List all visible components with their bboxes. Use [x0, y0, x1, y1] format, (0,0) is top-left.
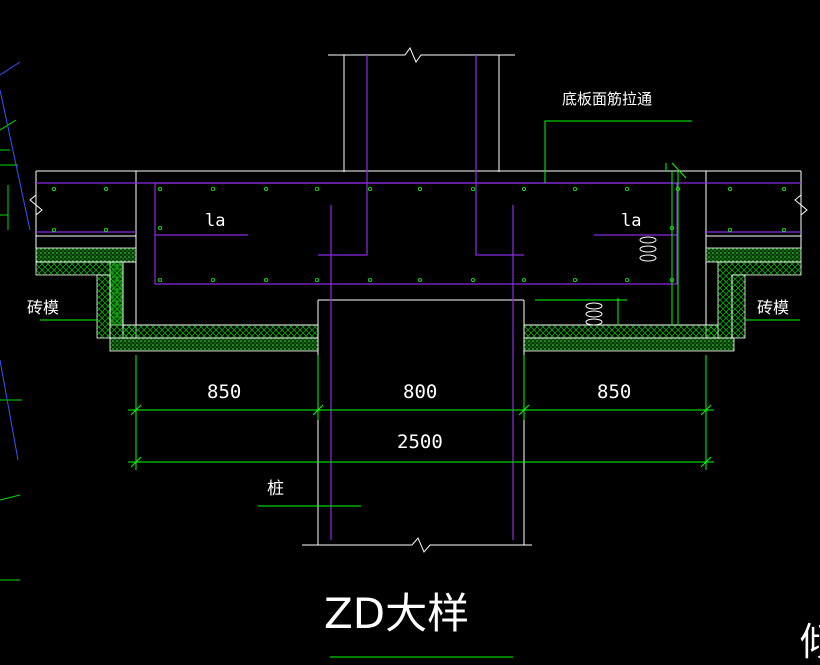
dimension-center: 800 [403, 381, 437, 403]
label-pile: 桩 [267, 479, 284, 499]
waterproof-layer [35, 261, 802, 339]
dimension-total: 2500 [397, 431, 443, 453]
pile [302, 299, 532, 553]
label-brick-mold-left: 砖模 [27, 298, 59, 317]
leader-lines [40, 120, 800, 658]
label-la-right: la [621, 211, 641, 231]
dimension-left: 850 [207, 381, 241, 403]
note-top-rebar: 底板面筋拉通 [562, 90, 652, 108]
rebar [36, 55, 801, 540]
label-la-left: la [205, 211, 225, 231]
left-edge-fragments [0, 119, 22, 581]
rebar-dots [52, 186, 787, 282]
dimension-lines [128, 355, 714, 470]
dimension-right: 850 [597, 381, 631, 403]
rebar-coil-symbols [585, 236, 657, 326]
edge-character-right: 倾 [800, 620, 820, 664]
label-brick-mold-right: 砖模 [757, 298, 789, 317]
slab-outline [29, 170, 808, 326]
left-edge-blue-lines [0, 61, 31, 461]
column [328, 46, 515, 172]
drawing-title: ZD大样 [324, 589, 469, 638]
